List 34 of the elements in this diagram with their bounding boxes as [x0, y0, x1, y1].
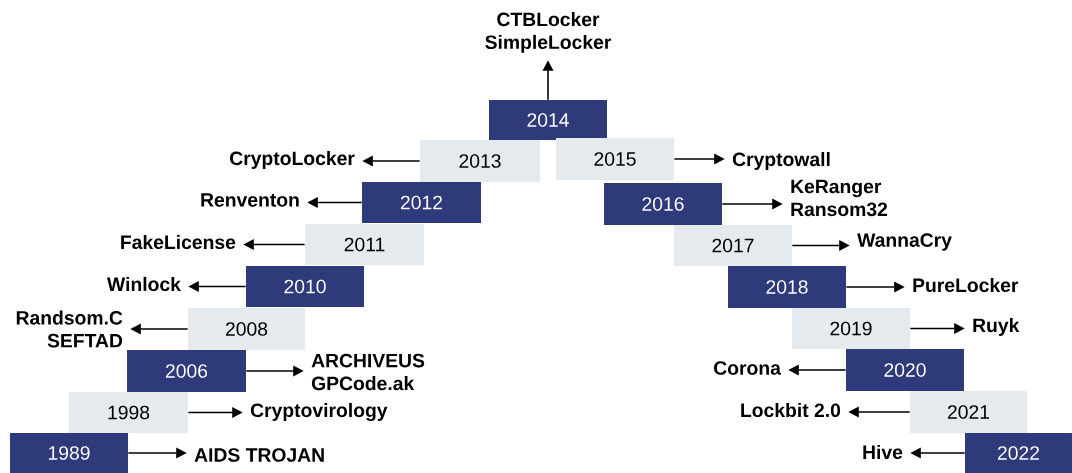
- ransomware-label: Cryptowall: [732, 152, 830, 170]
- ransomware-label: CryptoLocker: [230, 151, 355, 169]
- ransomware-label: Corona: [714, 361, 781, 375]
- ransomware-label: Cryptovirology: [250, 402, 388, 422]
- ransomware-label: Ruyk: [973, 318, 1020, 336]
- year-box: 2018: [728, 266, 846, 308]
- year-box: 2013: [420, 140, 540, 182]
- ransomware-label: Lockbit 2.0: [741, 402, 841, 418]
- ransomware-label: ARCHIVEUS GPCode.ak: [311, 353, 425, 391]
- year-box: 1989: [10, 433, 128, 473]
- ransomware-label: Renventon: [201, 193, 299, 207]
- year-box: 2008: [188, 308, 305, 350]
- year-box: 2016: [604, 183, 722, 225]
- year-box: 2019: [792, 308, 910, 349]
- year-box: 2011: [305, 224, 424, 265]
- ransomware-label: Winlock: [107, 276, 181, 292]
- ransomware-label: CTBLocker SimpleLocker: [485, 12, 612, 53]
- year-box: 2015: [556, 138, 674, 180]
- year-box: 2020: [846, 349, 964, 391]
- ransomware-label: WannaCry: [857, 233, 952, 251]
- year-box: 2010: [246, 266, 364, 307]
- year-box: 2006: [127, 350, 246, 392]
- ransomware-label: Hive: [863, 444, 903, 460]
- ransomware-label: PureLocker: [913, 277, 1019, 293]
- ransomware-label: KeRanger Ransom32: [791, 179, 888, 217]
- ransomware-label: FakeLicense: [121, 234, 236, 250]
- year-box: 2021: [910, 391, 1027, 433]
- year-box: 2022: [965, 433, 1072, 473]
- ransomware-label: Randsom.C SEFTAD: [16, 310, 123, 348]
- year-box: 2014: [489, 100, 607, 140]
- ransomware-label: AIDS TROJAN: [194, 448, 324, 462]
- year-box: 2012: [362, 182, 481, 223]
- year-box: 1998: [69, 392, 188, 433]
- year-box: 2017: [674, 225, 792, 266]
